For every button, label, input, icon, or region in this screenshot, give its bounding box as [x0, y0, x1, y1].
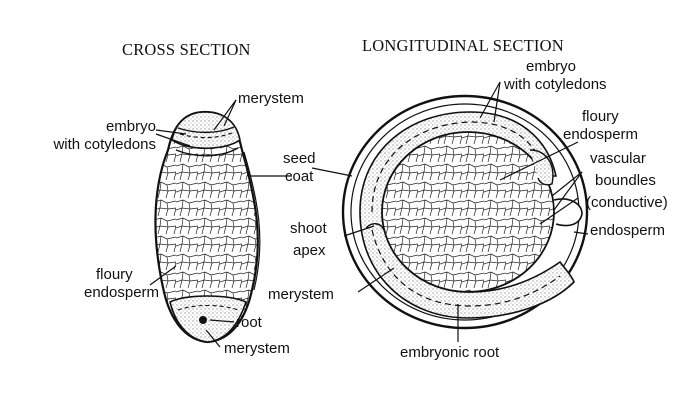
- long-floury-label-1: floury: [582, 108, 619, 125]
- long-floury-label-2: endosperm: [563, 126, 638, 143]
- vascular-label-3: (conductive): [586, 194, 668, 211]
- cross-floury-label-2: endosperm: [84, 284, 159, 301]
- long-embryo-label-2: with cotyledons: [504, 76, 607, 93]
- vascular-label-1: vascular: [590, 150, 646, 167]
- seed-coat-label-1: seed: [283, 150, 316, 167]
- long-merystem-label: merystem: [268, 286, 334, 303]
- cross-merystem-top-label: merystem: [238, 90, 304, 107]
- embryonic-root-label: embryonic root: [400, 344, 499, 361]
- cross-embryo-label-1: embryo: [46, 118, 156, 135]
- cross-root-dot: [199, 316, 207, 324]
- long-endosperm-label: endosperm: [590, 222, 665, 239]
- cross-section-title: CROSS SECTION: [122, 40, 251, 60]
- longitudinal-section-title: LONGITUDINAL SECTION: [362, 36, 564, 56]
- long-floury-endosperm: [382, 132, 554, 292]
- cross-floury-label-1: floury: [96, 266, 133, 283]
- cross-root-label: root: [236, 314, 262, 331]
- cross-root-cap: [170, 296, 246, 342]
- seed-coat-label-2: coat: [285, 168, 313, 185]
- longitudinal-section-drawing: [343, 96, 587, 328]
- cross-embryo-label-2: with cotyledons: [36, 136, 156, 153]
- shoot-apex-label-1: shoot: [290, 220, 327, 237]
- shoot-apex-label-2: apex: [293, 242, 326, 259]
- cross-merystem-bottom-label: merystem: [224, 340, 290, 357]
- cross-section-drawing: [155, 112, 259, 342]
- vascular-label-2: boundles: [595, 172, 656, 189]
- long-embryo-label-1: embryo: [526, 58, 576, 75]
